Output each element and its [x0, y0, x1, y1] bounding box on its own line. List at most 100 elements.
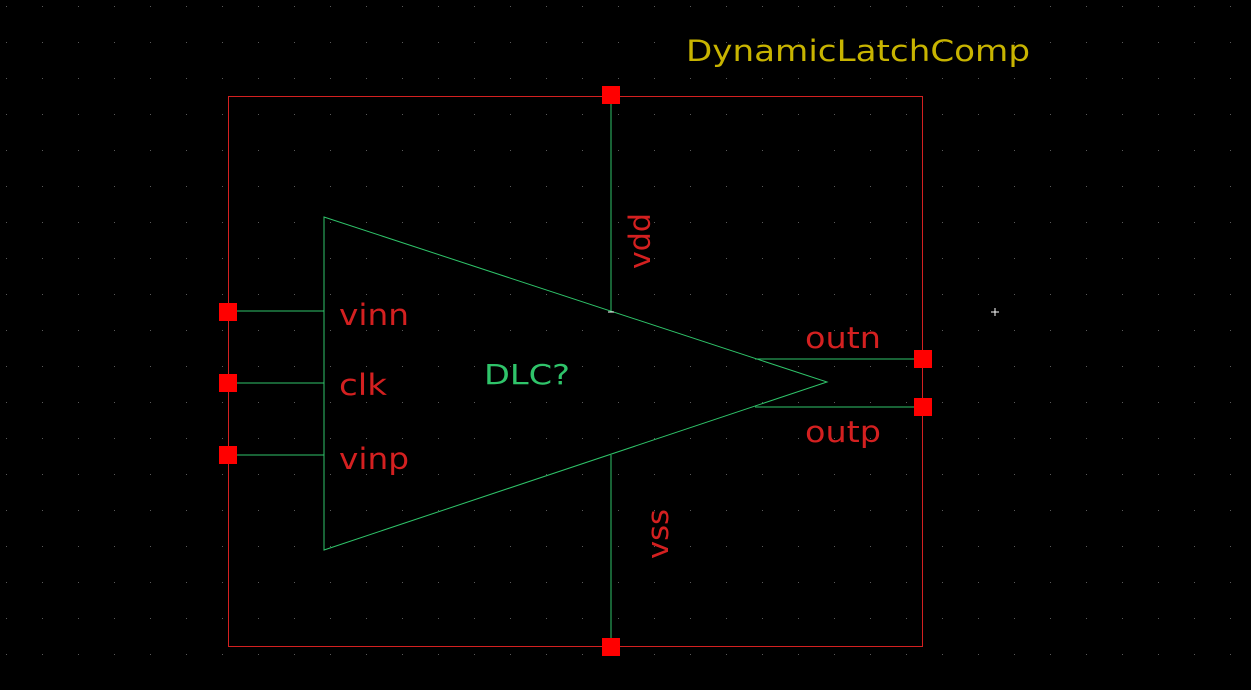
- grid-dot: [222, 222, 223, 223]
- grid-dot: [1014, 510, 1015, 511]
- vinp-pin[interactable]: [219, 446, 237, 464]
- grid-dot: [654, 618, 655, 619]
- grid-dot: [906, 582, 907, 583]
- grid-dot: [1230, 222, 1231, 223]
- grid-dot: [1086, 6, 1087, 7]
- grid-dot: [582, 618, 583, 619]
- grid-dot: [1158, 438, 1159, 439]
- grid-dot: [222, 258, 223, 259]
- grid-dot: [186, 42, 187, 43]
- grid-dot: [294, 438, 295, 439]
- grid-dot: [546, 222, 547, 223]
- grid-dot: [42, 582, 43, 583]
- grid-dot: [510, 42, 511, 43]
- grid-dot: [762, 402, 763, 403]
- grid-dot: [258, 510, 259, 511]
- amplifier-triangle: [323, 216, 829, 551]
- grid-dot: [78, 438, 79, 439]
- grid-dot: [618, 366, 619, 367]
- grid-dot: [762, 186, 763, 187]
- grid-dot: [690, 510, 691, 511]
- grid-dot: [78, 366, 79, 367]
- grid-dot: [690, 402, 691, 403]
- grid-dot: [258, 582, 259, 583]
- grid-dot: [1194, 294, 1195, 295]
- grid-dot: [942, 330, 943, 331]
- grid-dot: [438, 366, 439, 367]
- grid-dot: [762, 366, 763, 367]
- clk-pin[interactable]: [219, 374, 237, 392]
- grid-dot: [222, 78, 223, 79]
- grid-dot: [870, 114, 871, 115]
- grid-dot: [726, 474, 727, 475]
- vinn-label: vinn: [339, 298, 409, 332]
- grid-dot: [366, 6, 367, 7]
- grid-dot: [978, 582, 979, 583]
- grid-dot: [870, 258, 871, 259]
- grid-dot: [618, 582, 619, 583]
- grid-dot: [222, 546, 223, 547]
- grid-dot: [1014, 258, 1015, 259]
- grid-dot: [42, 510, 43, 511]
- grid-dot: [618, 222, 619, 223]
- grid-dot: [114, 186, 115, 187]
- grid-dot: [294, 582, 295, 583]
- grid-dot: [798, 438, 799, 439]
- grid-dot: [834, 258, 835, 259]
- grid-dot: [6, 474, 7, 475]
- grid-dot: [582, 330, 583, 331]
- grid-dot: [1194, 366, 1195, 367]
- grid-dot: [1158, 366, 1159, 367]
- grid-dot: [258, 294, 259, 295]
- grid-dot: [762, 510, 763, 511]
- grid-dot: [78, 258, 79, 259]
- grid-dots: [6, 6, 1231, 655]
- grid-dot: [654, 330, 655, 331]
- grid-dot: [222, 654, 223, 655]
- grid-dot: [762, 474, 763, 475]
- grid-dot: [402, 222, 403, 223]
- grid-dot: [114, 78, 115, 79]
- grid-dot: [1086, 618, 1087, 619]
- grid-dot: [942, 582, 943, 583]
- grid-dot: [402, 78, 403, 79]
- grid-dot: [258, 438, 259, 439]
- grid-dot: [582, 114, 583, 115]
- grid-dot: [690, 42, 691, 43]
- grid-dot: [150, 294, 151, 295]
- grid-dot: [1122, 222, 1123, 223]
- vss-pin[interactable]: [602, 638, 620, 656]
- grid-dot: [366, 258, 367, 259]
- grid-dot: [114, 510, 115, 511]
- grid-dot: [150, 222, 151, 223]
- grid-dot: [1086, 510, 1087, 511]
- grid-dot: [402, 654, 403, 655]
- grid-dot: [366, 366, 367, 367]
- grid-dot: [42, 474, 43, 475]
- grid-dot: [1086, 654, 1087, 655]
- vdd-pin[interactable]: [602, 86, 620, 104]
- grid-dot: [186, 438, 187, 439]
- grid-dot: [762, 438, 763, 439]
- grid-dot: [150, 402, 151, 403]
- grid-dot: [78, 330, 79, 331]
- outp-pin[interactable]: [914, 398, 932, 416]
- outn-pin[interactable]: [914, 350, 932, 368]
- grid-dot: [330, 186, 331, 187]
- grid-dot: [690, 330, 691, 331]
- grid-dot: [1122, 474, 1123, 475]
- grid-dot: [186, 582, 187, 583]
- grid-dot: [726, 6, 727, 7]
- grid-dot: [510, 186, 511, 187]
- grid-dot: [222, 6, 223, 7]
- grid-dot: [1050, 114, 1051, 115]
- vinn-pin[interactable]: [219, 303, 237, 321]
- grid-dot: [1050, 366, 1051, 367]
- grid-dot: [906, 6, 907, 7]
- grid-dot: [654, 294, 655, 295]
- grid-dot: [222, 402, 223, 403]
- grid-dot: [150, 258, 151, 259]
- grid-dot: [582, 402, 583, 403]
- grid-dot: [6, 258, 7, 259]
